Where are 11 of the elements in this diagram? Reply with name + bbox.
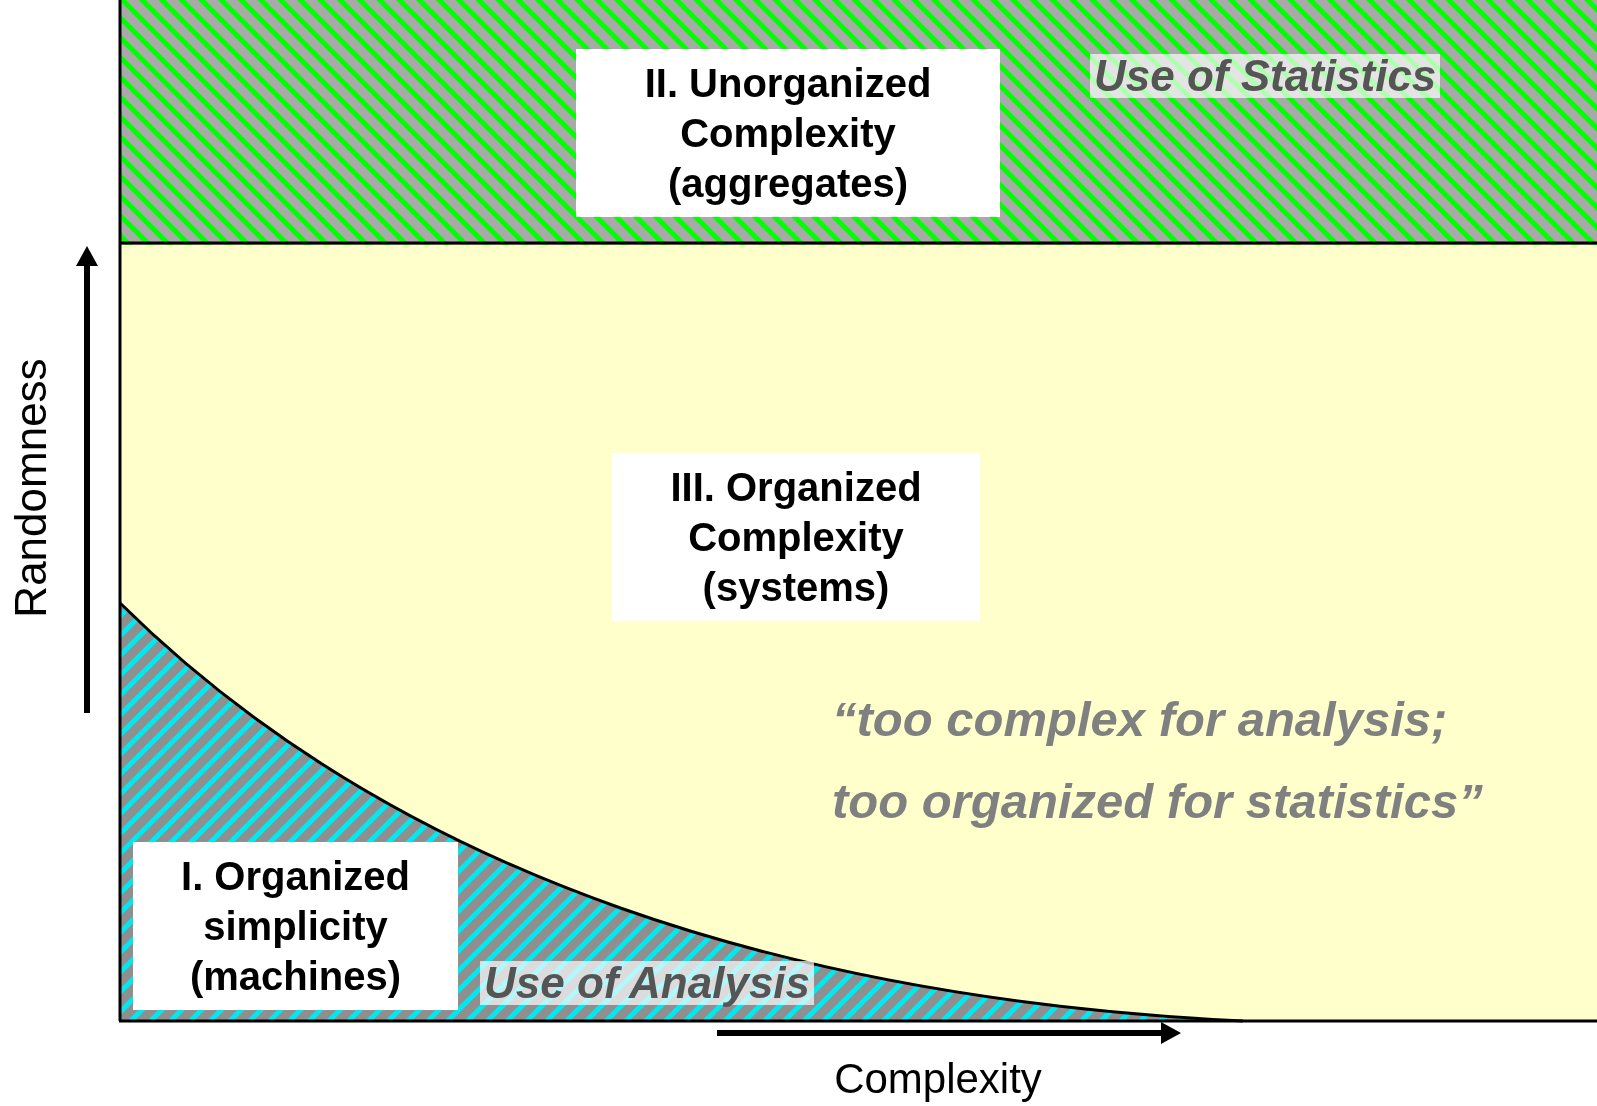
axis-label: Randomness <box>9 358 53 618</box>
quote-text: “too complex for analysis; too organized for statistics” <box>832 691 1484 830</box>
region-label: Use of Analysis <box>480 961 815 1005</box>
category-text: III. Organized Complexity (systems) <box>669 464 923 611</box>
category-box <box>133 842 458 1010</box>
region-label: Use of Statistics <box>1090 54 1441 98</box>
category-text: I. Organized simplicity (machines) <box>180 853 411 1000</box>
axis-label: Complexity <box>834 1056 1042 1102</box>
category-box <box>576 49 1000 217</box>
category-text: II. Unorganized Complexity (aggregates) <box>643 60 933 207</box>
category-box <box>612 453 980 621</box>
